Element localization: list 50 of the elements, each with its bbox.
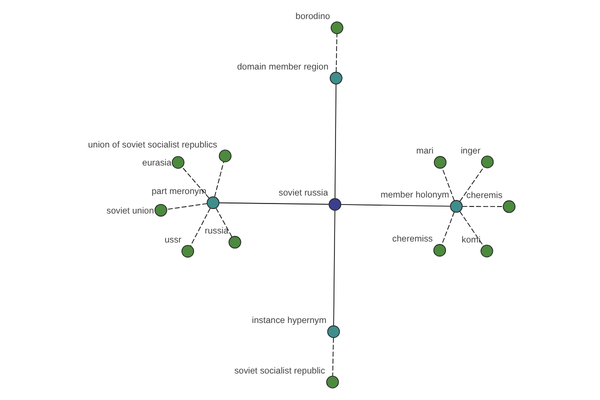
node-label: komi — [461, 234, 480, 244]
node-circle — [326, 376, 338, 388]
node-circle — [330, 21, 343, 34]
node-circle — [450, 200, 462, 213]
node-label: soviet union — [106, 205, 154, 216]
node-circle — [171, 156, 184, 169]
node-label: soviet socialist republic — [234, 365, 325, 376]
node-circle — [433, 156, 446, 169]
node-circle — [206, 196, 219, 210]
node-circle — [218, 150, 231, 162]
node-circle — [328, 198, 341, 211]
connector — [334, 84, 336, 199]
node-label: member holonym — [380, 190, 449, 200]
connector — [462, 206, 504, 207]
node-circle — [228, 236, 241, 249]
connector — [214, 162, 224, 198]
node-label: soviet russia — [278, 188, 328, 198]
node-label: cheremiss — [392, 234, 432, 244]
node-circle — [480, 156, 494, 168]
connector — [441, 168, 454, 201]
node-label: domain member region — [236, 61, 328, 72]
node-label: eurasia — [142, 158, 171, 168]
connector — [215, 208, 232, 238]
connector — [458, 211, 484, 246]
node-circle — [502, 200, 515, 213]
node-circle — [326, 325, 340, 338]
connector — [440, 212, 454, 246]
node-label: russia — [204, 226, 228, 236]
node-circle — [180, 244, 194, 258]
node-circle — [432, 244, 446, 257]
connector — [181, 166, 209, 198]
node-label: instance hypernym — [251, 315, 326, 326]
connector — [218, 202, 329, 205]
node-label: borodino — [295, 11, 330, 22]
node-circle — [329, 72, 342, 84]
connector — [459, 166, 484, 202]
node-label: union of soviet socialist republics — [87, 139, 217, 150]
connector — [166, 203, 207, 210]
node-label: ussr — [164, 234, 181, 245]
connector — [190, 208, 210, 246]
node-label: mari — [416, 146, 434, 156]
node-label: cheremis — [466, 190, 502, 200]
connector — [335, 34, 337, 72]
node-label: part meronym — [151, 186, 206, 196]
connector — [332, 210, 335, 326]
connector — [332, 338, 334, 376]
node-label: inger — [460, 145, 480, 156]
node-circle — [480, 244, 493, 258]
node-circle — [154, 204, 167, 217]
connector — [340, 204, 450, 207]
